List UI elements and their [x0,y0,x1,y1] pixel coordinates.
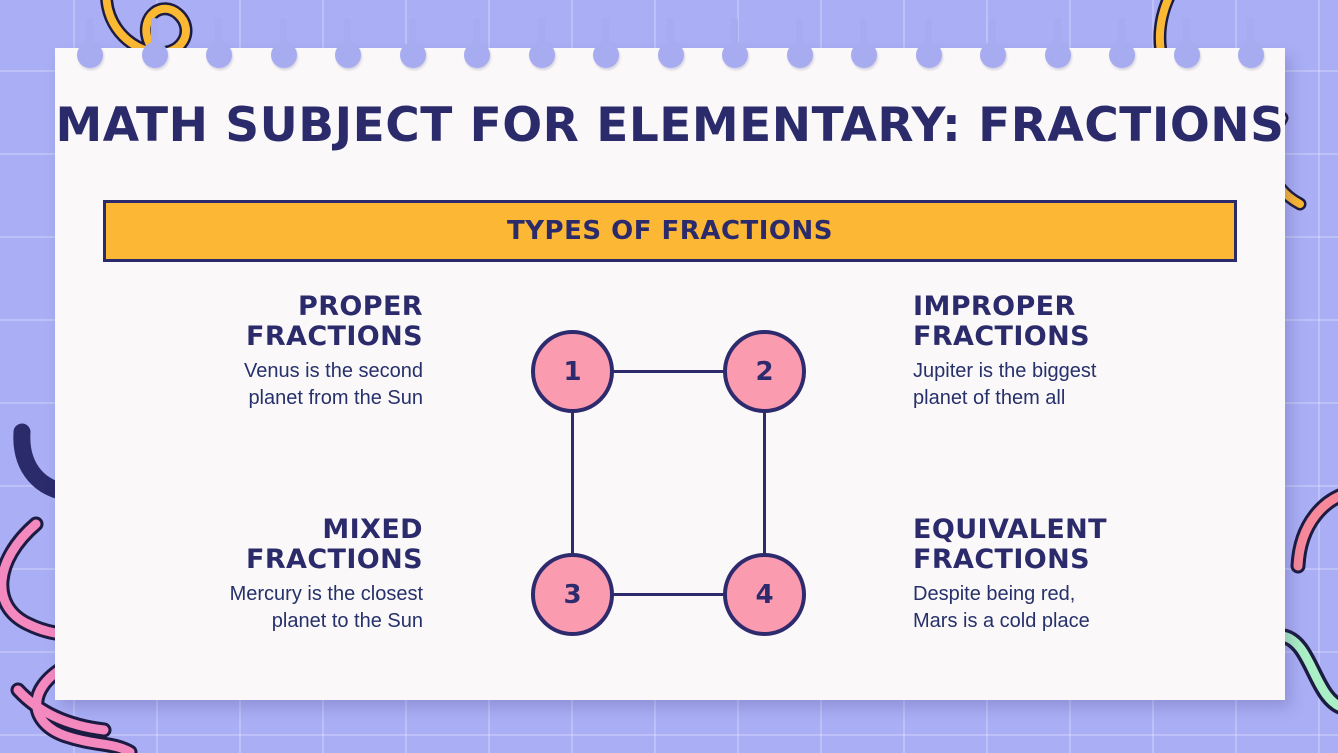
spiral-ring-bead [270,42,297,68]
slide-card [55,48,1285,700]
spiral-ring-stem [279,18,287,58]
spiral-ring-stem [1053,18,1061,58]
spiral-ring-bead [1109,42,1135,68]
spiral-ring-stem [86,18,93,58]
spiral-ring-stem [1182,18,1190,58]
diagram-edge-left [571,370,574,594]
diagram-node-3[interactable]: 3 [531,553,614,636]
block-equivalent-fractions: EQUIVALENT FRACTIONS Despite being red, … [913,514,1243,634]
spiral-ring-stem [795,18,803,58]
block-mixed-heading: MIXED FRACTIONS [245,514,423,576]
spiral-ring-stem [473,18,480,58]
spiral-ring-stem [408,18,416,58]
spiral-ring-stem [344,18,351,58]
spiral-ring-stem [602,18,609,58]
block-proper-body: Venus is the second planet from the Sun [243,360,423,409]
spiral-ring-bead [335,42,361,68]
block-equivalent-body: Despite being red, Mars is a cold place [913,583,1090,632]
spiral-ring-stem [731,18,738,58]
spiral-ring-bead [141,42,168,68]
fractions-node-diagram: 1 2 3 4 [495,318,845,658]
spiral-ring-bead [915,42,942,68]
block-proper-fractions: PROPER FRACTIONS Venus is the second pla… [93,291,423,411]
diagram-node-4[interactable]: 4 [723,553,806,636]
spiral-ring-bead [206,42,232,68]
block-mixed-body: Mercury is the closest planet to the Sun [229,583,423,632]
spiral-ring-bead [1173,42,1200,68]
diagram-node-1[interactable]: 1 [531,330,614,413]
spiral-ring-stem [1247,18,1254,58]
spiral-ring-bead [657,42,684,68]
block-equivalent-heading: EQUIVALENT FRACTIONS [913,514,1107,576]
block-proper-heading: PROPER FRACTIONS [245,291,423,353]
block-improper-body: Jupiter is the biggest planet of them al… [913,360,1097,409]
spiral-ring-stem [924,18,932,58]
spiral-ring-bead [980,42,1006,68]
spiral-ring-bead [464,42,490,68]
block-mixed-fractions: MIXED FRACTIONS Mercury is the closest p… [93,514,423,634]
spiral-ring-bead [1044,42,1071,68]
spiral-ring-bead [786,42,813,68]
spiral-ring-stem [666,18,674,58]
spiral-ring-bead [77,42,103,68]
spiral-ring-stem [150,18,158,58]
spiral-ring-bead [1238,42,1264,68]
spiral-ring-bead [593,42,619,68]
spiral-ring-stem [537,18,545,58]
spiral-ring-stem [215,18,222,58]
spiral-ring-bead [722,42,748,68]
spiral-ring-stem [1118,18,1125,58]
page-title: MATH SUBJECT FOR ELEMENTARY: FRACTIONS [55,98,1285,153]
diagram-edge-top [607,370,748,373]
block-improper-heading: IMPROPER FRACTIONS [913,291,1091,353]
spiral-binding [55,0,1285,110]
spiral-ring-stem [860,18,867,58]
section-banner: TYPES OF FRACTIONS [103,200,1237,262]
section-banner-label: TYPES OF FRACTIONS [506,216,834,246]
spiral-ring-bead [851,42,877,68]
spiral-ring-bead [528,42,555,68]
diagram-edge-bottom [607,593,748,596]
spiral-ring-bead [399,42,426,68]
diagram-edge-right [763,370,766,594]
block-improper-fractions: IMPROPER FRACTIONS Jupiter is the bigges… [913,291,1243,411]
diagram-node-2[interactable]: 2 [723,330,806,413]
spiral-ring-stem [989,18,996,58]
